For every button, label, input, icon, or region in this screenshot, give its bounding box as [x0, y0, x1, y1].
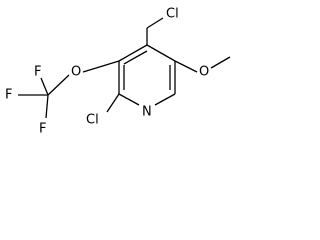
atom-label-o-methoxy: O — [199, 65, 209, 80]
chemical-structure-diagram: Cl O F F F O Cl N — [5, 7, 231, 137]
bond-o-cf3 — [47, 74, 70, 96]
atom-label-o-trifluoromethoxy: O — [71, 65, 81, 80]
atom-label-f-top: F — [34, 65, 41, 80]
bond-c4-c5 — [146, 44, 176, 62]
trifluoromethoxy-group: O F F F — [5, 60, 120, 137]
bond-n1-c2 — [118, 93, 140, 106]
bond-c3-c4-inner — [123, 50, 148, 65]
methoxy-group: O — [174, 56, 231, 80]
atom-label-f-bottom: F — [39, 122, 46, 137]
bond-o-ch3 — [210, 56, 231, 69]
atom-label-cl-chloromethyl: Cl — [166, 7, 179, 22]
pyridine-ring — [118, 44, 176, 106]
chloromethyl-group: Cl — [146, 7, 179, 45]
atom-label-f-left: F — [5, 88, 12, 103]
bond-c5-o — [174, 60, 198, 73]
bond-cf3-f-bottom — [45, 94, 49, 119]
ring-chloro-substituent: Cl — [86, 93, 120, 128]
bond-c6-n1 — [154, 93, 176, 106]
bond-cf3-f-top — [40, 77, 49, 96]
bond-c3-c4 — [118, 44, 148, 62]
atom-label-n-ring: N — [142, 105, 152, 120]
bond-c2-cl — [106, 93, 120, 113]
atom-label-cl-ring: Cl — [86, 113, 99, 128]
bond-c3-o — [82, 60, 120, 73]
bond-ch2-cl — [146, 17, 164, 29]
